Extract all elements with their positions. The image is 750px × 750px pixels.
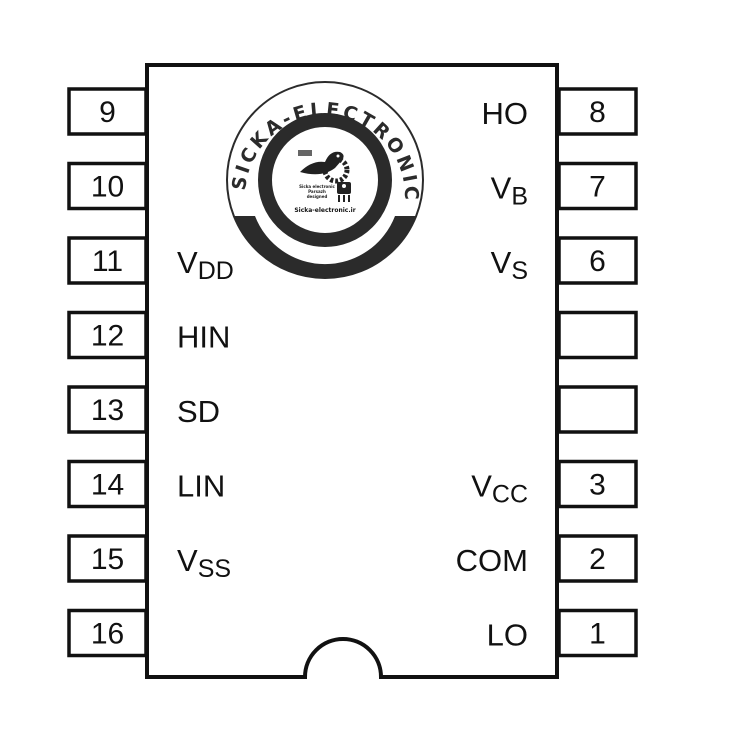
pin-right-nc3 — [557, 310, 638, 360]
pin-box — [557, 534, 638, 583]
pin-left-13: 13 SD — [67, 385, 220, 434]
pin-number: 2 — [589, 543, 606, 576]
logo-center-line: designed — [307, 194, 328, 199]
pin-box — [67, 385, 148, 434]
pin-left-11: 11 VDD — [67, 236, 234, 285]
pin-number: 8 — [589, 96, 606, 129]
pin-box — [67, 608, 148, 658]
pin-box — [67, 310, 148, 360]
pin-box — [67, 87, 148, 136]
pin-right-6: 6 VS — [491, 236, 638, 285]
pin-number: 10 — [91, 171, 124, 204]
pin-box — [557, 161, 638, 211]
logo-url: Sicka-electronic.ir — [294, 207, 355, 214]
pin-number: 12 — [91, 320, 124, 353]
pin-label: VCC — [471, 469, 528, 509]
pin-label: VB — [491, 171, 528, 211]
pin-number: 7 — [589, 171, 606, 204]
pin-label: LO — [487, 618, 528, 653]
pin-label: VDD — [177, 245, 234, 285]
pin-right-8: 8 HO — [482, 87, 638, 136]
pin-label: VS — [491, 245, 528, 285]
bird-gear-icon — [300, 151, 350, 184]
pin-right-nc4 — [557, 385, 638, 434]
pin-number: 14 — [91, 469, 124, 502]
pin-right-1: 1 LO — [487, 608, 638, 658]
pin-box — [557, 459, 638, 509]
pin-left-9: 9 — [67, 87, 148, 136]
pin-right-3: 3 VCC — [471, 459, 638, 509]
pin-box — [67, 161, 148, 211]
pin-left-16: 16 — [67, 608, 148, 658]
pin-number: 11 — [92, 245, 123, 278]
pin-label: VSS — [177, 543, 231, 583]
pin-label: HO — [482, 96, 529, 131]
pin-box — [557, 236, 638, 285]
pin-left-12: 12 HIN — [67, 310, 230, 360]
pin-number: 16 — [91, 618, 124, 651]
pin-left-15: 15 VSS — [67, 534, 231, 583]
pin-box — [67, 459, 148, 509]
pin-label: HIN — [177, 320, 230, 355]
pin-box — [557, 87, 638, 136]
pin-number: 3 — [589, 469, 606, 502]
pin-left-10: 10 — [67, 161, 148, 211]
pin-label: COM — [456, 543, 528, 578]
pin-number: 9 — [99, 96, 116, 129]
pin-box — [67, 236, 148, 285]
pin-box — [557, 385, 638, 434]
pin-right-2: 2 COM — [456, 534, 638, 583]
pin-number: 6 — [589, 245, 606, 278]
pin-number: 1 — [589, 618, 606, 651]
logo-center-line: Sicka electronic — [299, 184, 335, 189]
logo-center-line: Parsazh — [308, 189, 326, 194]
pin-label: LIN — [177, 469, 225, 504]
pin-box — [557, 608, 638, 658]
pin-left-14: 14 LIN — [67, 459, 225, 509]
pin-number: 13 — [91, 394, 124, 427]
pin-right-7: 7 VB — [491, 161, 638, 211]
transistor-icon — [337, 182, 351, 202]
pin-box — [67, 534, 148, 583]
pin-label: SD — [177, 394, 220, 429]
pin-number: 15 — [91, 543, 124, 576]
logo-banner — [234, 216, 416, 278]
factory-icon — [298, 150, 312, 156]
pin-box — [557, 310, 638, 360]
